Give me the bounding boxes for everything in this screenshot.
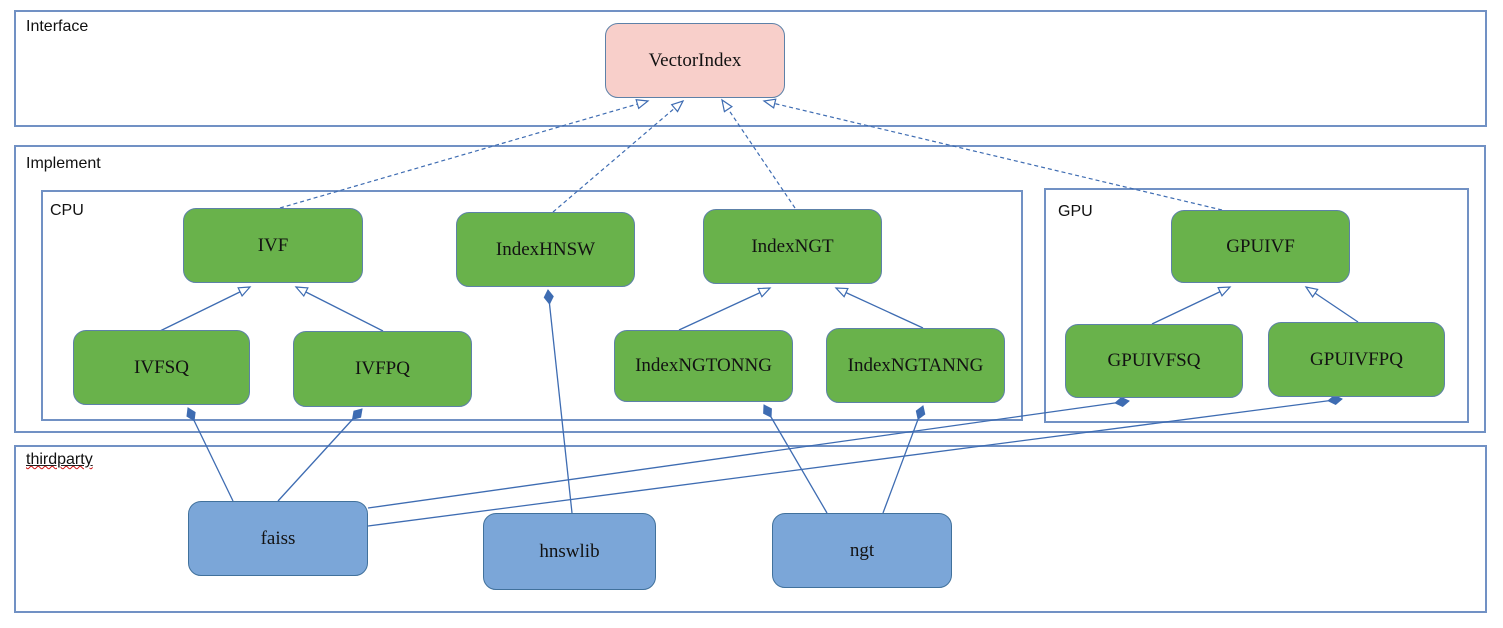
node-ivfpq[interactable]: IVFPQ: [293, 331, 472, 407]
node-ngt-label: ngt: [849, 539, 875, 561]
node-faiss-label: faiss: [260, 527, 296, 549]
node-indexngt[interactable]: IndexNGT: [703, 209, 882, 284]
node-ivf-label: IVF: [257, 234, 289, 256]
node-ngt[interactable]: ngt: [772, 513, 952, 588]
node-indexngtanng-label: IndexNGTANNG: [847, 354, 984, 376]
node-ivfsq[interactable]: IVFSQ: [73, 330, 250, 405]
container-thirdparty-label: thirdparty: [26, 451, 93, 469]
node-indexngtonng[interactable]: IndexNGTONNG: [614, 330, 793, 402]
node-ivfsq-label: IVFSQ: [134, 356, 189, 378]
node-vectorindex[interactable]: VectorIndex: [605, 23, 785, 98]
node-indexhnsw-label: IndexHNSW: [495, 238, 596, 260]
node-indexngtanng[interactable]: IndexNGTANNG: [826, 328, 1005, 403]
node-hnswlib-label: hnswlib: [539, 540, 600, 562]
container-interface-label: Interface: [26, 18, 89, 35]
node-gpuivf[interactable]: GPUIVF: [1171, 210, 1350, 283]
node-hnswlib[interactable]: hnswlib: [483, 513, 656, 590]
container-implement-label: Implement: [26, 155, 101, 172]
node-vectorindex-label: VectorIndex: [648, 49, 742, 71]
node-gpuivfsq-label: GPUIVFSQ: [1107, 350, 1201, 371]
node-ivf[interactable]: IVF: [183, 208, 363, 283]
node-indexngtonng-label: IndexNGTONNG: [635, 355, 772, 376]
node-ivfpq-label: IVFPQ: [355, 358, 410, 379]
node-indexhnsw[interactable]: IndexHNSW: [456, 212, 635, 287]
node-faiss[interactable]: faiss: [188, 501, 368, 576]
container-cpu-label: CPU: [50, 202, 84, 219]
node-gpuivfpq-label: GPUIVFPQ: [1310, 348, 1403, 370]
node-gpuivf-label: GPUIVF: [1226, 235, 1295, 257]
container-gpu-label: GPU: [1058, 203, 1093, 220]
node-gpuivfpq[interactable]: GPUIVFPQ: [1268, 322, 1445, 397]
container-thirdparty-label-text: thirdparty: [26, 451, 93, 468]
node-gpuivfsq[interactable]: GPUIVFSQ: [1065, 324, 1243, 398]
node-indexngt-label: IndexNGT: [751, 235, 834, 257]
